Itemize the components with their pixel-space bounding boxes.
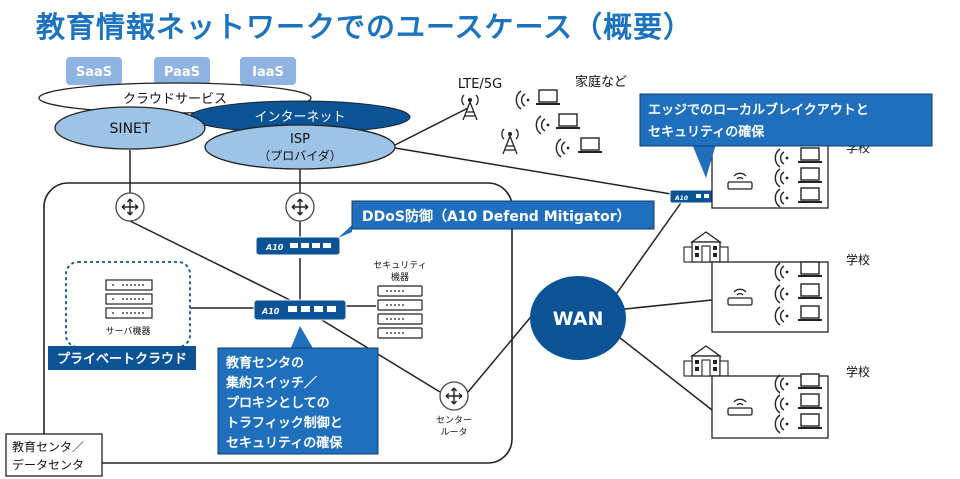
datacenter-label-box <box>5 433 103 477</box>
sinet-ellipse <box>54 106 206 150</box>
cell-tower-icon-2 <box>501 128 519 155</box>
server-label: サーバ機器 <box>106 325 151 337</box>
datacenter-frame <box>43 182 513 464</box>
iaas-box: IaaS <box>240 57 296 85</box>
school-label: 学校 <box>846 252 870 267</box>
school-1: 学校 <box>711 137 870 209</box>
school-label: 学校 <box>846 364 870 379</box>
saas-box: SaaS <box>66 57 122 85</box>
server-icon <box>105 279 153 319</box>
cloud-service-label: クラウドサービス <box>123 92 227 107</box>
center-router-icon <box>439 381 469 411</box>
iaas-label: IaaS <box>252 65 284 80</box>
home-label: 家庭など <box>575 74 627 90</box>
school-building-icon <box>683 231 729 263</box>
laptop-icon <box>797 413 823 429</box>
isp-label: ISP <box>290 132 310 147</box>
internet-label: インターネット <box>254 110 345 125</box>
center-callout-line-5: セキュリティの確保 <box>226 435 343 451</box>
center-router-label-1: センター <box>436 415 472 426</box>
ddos-callout-text: DDoS防御（A10 Defend Mitigator） <box>362 208 631 225</box>
security-label-2: 機器 <box>391 271 409 283</box>
center-callout-line-1: 教育センタの <box>225 355 304 371</box>
laptop-icon <box>797 305 823 321</box>
center-callout-line-2: 集約スイッチ／ <box>225 375 317 391</box>
school-2: 学校 <box>683 231 870 333</box>
paas-box: PaaS <box>154 57 210 85</box>
center-callout-line-3: プロキシとしての <box>226 396 330 411</box>
school-building-icon <box>683 345 729 377</box>
paas-label: PaaS <box>164 65 200 80</box>
school-3: 学校 <box>683 345 870 439</box>
a10-logo-2: A10 <box>261 307 280 316</box>
wan-node <box>530 276 626 360</box>
center-callout: 教育センタの 集約スイッチ／ プロキシとしての トラフィック制御と セキュリティ… <box>217 326 379 455</box>
laptop-icon <box>555 113 581 129</box>
laptop-icon <box>797 187 823 203</box>
laptop-icon <box>535 89 561 105</box>
saas-label: SaaS <box>76 65 112 80</box>
wan-label: WAN <box>553 308 604 330</box>
laptop-icon <box>797 167 823 183</box>
datacenter-label-2: データセンタ <box>12 457 84 472</box>
laptop-icon <box>797 261 823 277</box>
datacenter-label-1: 教育センタ／ <box>12 439 84 454</box>
laptop-icon <box>797 283 823 299</box>
security-appliances-icon <box>377 285 423 339</box>
private-cloud-tag <box>48 346 196 370</box>
isp-router-icon <box>285 192 315 222</box>
private-cloud-label: プライベートクラウド <box>57 352 187 367</box>
connection-lines <box>129 107 731 411</box>
center-callout-line-4: トラフィック制御と <box>226 415 343 431</box>
a10-ddos-appliance-icon: A10 <box>255 236 341 256</box>
ddos-callout: DDoS防御（A10 Defend Mitigator） <box>338 200 655 238</box>
page-title: 教育情報ネットワークでのユースケース（概要） <box>36 10 694 44</box>
a10-logo-1: A10 <box>265 243 284 252</box>
lte-label: LTE/5G <box>458 77 502 92</box>
edge-callout: エッジでのローカルブレイクアウトと セキュリティの確保 <box>639 93 933 178</box>
laptop-icon <box>797 373 823 389</box>
edge-callout-line-1: エッジでのローカルブレイクアウトと <box>648 102 869 118</box>
laptop-icon <box>797 393 823 409</box>
a10-center-switch-icon: A10 <box>253 299 347 321</box>
laptop-icon <box>797 147 823 163</box>
wifi-icon <box>555 138 571 158</box>
isp-ellipse <box>204 124 396 170</box>
cell-tower-icon <box>461 94 479 121</box>
security-label-1: セキュリティ <box>373 260 426 271</box>
a10-logo-3: A10 <box>674 195 688 202</box>
laptop-icon <box>577 137 603 153</box>
wifi-icon <box>515 90 531 110</box>
wifi-icon <box>535 115 551 135</box>
isp-sublabel: （プロバイダ） <box>258 148 342 163</box>
center-router-label-2: ルータ <box>440 427 467 438</box>
sinet-router-icon <box>115 192 145 222</box>
sinet-label: SINET <box>110 121 151 137</box>
edge-callout-line-2: セキュリティの確保 <box>648 124 765 140</box>
